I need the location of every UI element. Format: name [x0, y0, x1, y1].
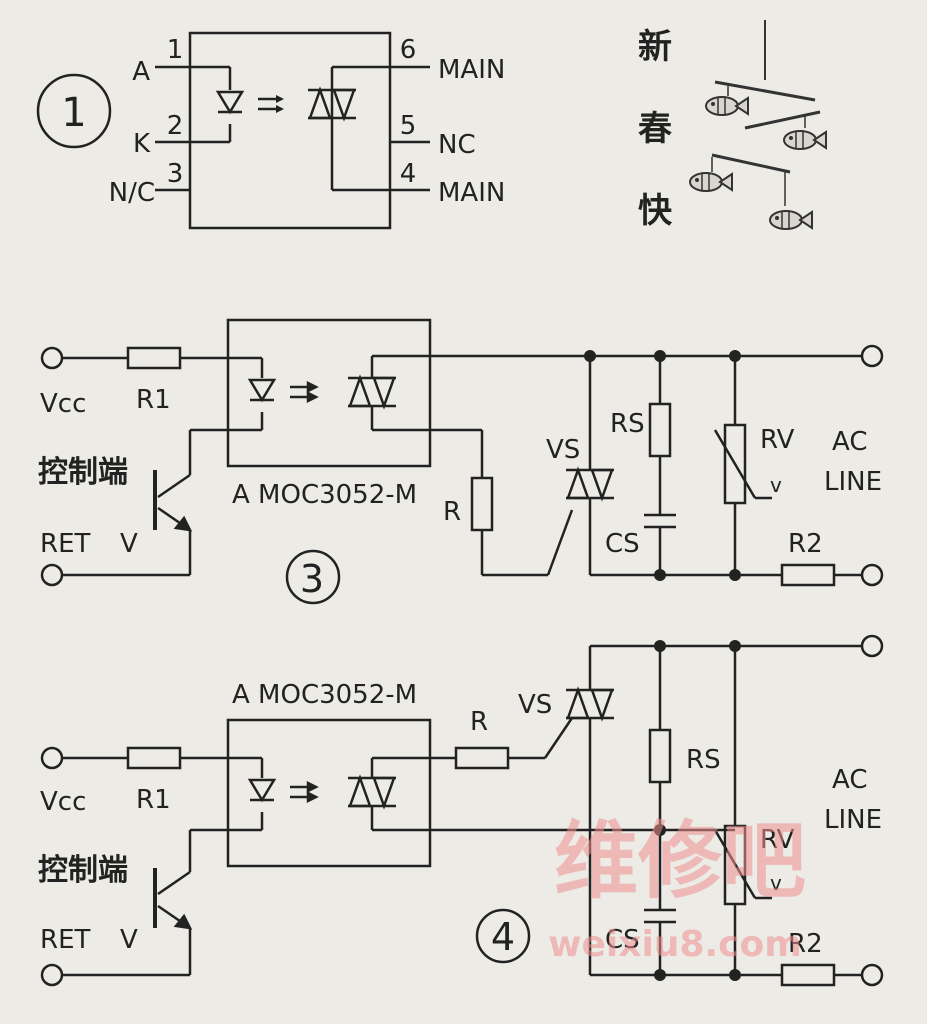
ac-label: AC [832, 427, 867, 457]
ac-line-terminal-top [860, 634, 884, 658]
ornament-char-3: 快 [638, 191, 673, 231]
light-arrows-icon [288, 381, 318, 403]
cs-label: CS [605, 925, 640, 955]
transistor-v-label: V [120, 529, 138, 559]
resistor-r1 [126, 746, 182, 770]
part-number-label: A MOC3052-M [232, 480, 417, 510]
rv-v-label: v [770, 473, 782, 497]
pin-main-top-label: MAIN [438, 55, 505, 85]
led-diode-icon [248, 378, 276, 402]
moc3052-package [226, 718, 432, 868]
ret-terminal [40, 563, 64, 587]
vcc-label: Vcc [40, 389, 86, 419]
r2-label: R2 [788, 929, 823, 959]
diagram-4 [40, 634, 884, 987]
vcc-label: Vcc [40, 787, 86, 817]
pin-3-number: 3 [167, 159, 184, 189]
diagram-4-labels: 4 A MOC3052-M R VS Vcc R1 控制端 RET V RS C… [38, 680, 882, 959]
part-number-label: A MOC3052-M [232, 680, 417, 710]
diagram-1: 1 1 2 3 6 5 4 A K N/C MAIN NC MAIN [36, 31, 505, 230]
rv-v-label: v [770, 871, 782, 895]
ret-label: RET [40, 925, 90, 955]
ret-label: RET [40, 529, 90, 559]
fish-icon [705, 96, 749, 116]
watermark: 维修吧 weixiu8.com [548, 812, 806, 965]
vcc-terminal [40, 746, 64, 770]
rs-label: RS [610, 409, 645, 439]
diagram-1-number-circle [36, 73, 112, 149]
pin-2-number: 2 [167, 111, 184, 141]
diagram-4-number-circle [475, 908, 531, 964]
resistor-r2 [780, 563, 836, 587]
control-terminal-label: 控制端 [38, 455, 128, 490]
resistor-r [454, 746, 510, 770]
led-diode-icon [248, 778, 276, 802]
led-diode-icon [216, 90, 244, 114]
light-arrows-icon [256, 93, 286, 115]
light-arrows-icon [288, 781, 318, 803]
r1-label: R1 [136, 785, 171, 815]
r2-label: R2 [788, 529, 823, 559]
triac-driver-icon [346, 776, 398, 808]
fish-icon [689, 172, 733, 192]
optocoupler-package [188, 31, 392, 230]
watermark-url: weixiu8.com [548, 924, 802, 965]
triac-driver-icon [346, 376, 398, 408]
vs-label: VS [546, 435, 580, 465]
resistor-rs [648, 728, 672, 784]
pin-main-bottom-label: MAIN [438, 178, 505, 208]
line-label: LINE [824, 467, 882, 497]
ornament-char-1: 新 [638, 27, 672, 67]
diagram-3-number-circle [285, 549, 341, 605]
pin-nc-left-label: N/C [109, 178, 155, 208]
line-label: LINE [824, 805, 882, 835]
rv-label: RV [760, 425, 795, 455]
fish-icon [783, 130, 827, 150]
fish-icon [769, 210, 813, 230]
resistor-r [470, 476, 494, 532]
pin-k-label: K [133, 129, 151, 159]
r-label: R [470, 707, 488, 737]
diagram-3-labels: 3 Vcc R1 控制端 RET V A MOC3052-M R VS RS C… [38, 385, 882, 601]
pin-1-number: 1 [167, 35, 184, 65]
ac-line-terminal-top [860, 344, 884, 368]
pin-5-number: 5 [400, 111, 417, 141]
diagram-1-number: 1 [61, 90, 86, 136]
rv-label: RV [760, 825, 795, 855]
cs-label: CS [605, 529, 640, 559]
ornament-char-2: 春 [638, 109, 672, 149]
diagram-4-number: 4 [491, 915, 515, 959]
rs-label: RS [686, 745, 721, 775]
r1-label: R1 [136, 385, 171, 415]
pin-6-number: 6 [400, 35, 417, 65]
ret-terminal [40, 963, 64, 987]
control-terminal-label: 控制端 [38, 853, 128, 888]
transistor-v-label: V [120, 925, 138, 955]
watermark-chinese: 维修吧 [554, 812, 806, 910]
triac-vs-icon [564, 688, 616, 720]
pin-a-label: A [132, 57, 150, 87]
vcc-terminal [40, 346, 64, 370]
ac-line-terminal-bottom [860, 563, 884, 587]
diagram-3 [40, 318, 884, 605]
moc3052-package [226, 318, 432, 468]
resistor-r1 [126, 346, 182, 370]
r-label: R [443, 497, 461, 527]
ac-label: AC [832, 765, 867, 795]
ac-line-terminal-bottom [860, 963, 884, 987]
pin-nc-right-label: NC [438, 130, 476, 160]
triac-vs-icon [564, 468, 616, 500]
resistor-r2 [780, 963, 836, 987]
pin-4-number: 4 [400, 159, 417, 189]
diagram-3-number: 3 [300, 557, 324, 601]
resistor-rs [648, 402, 672, 458]
new-year-ornament: 新 春 快 [638, 20, 827, 231]
vs-label: VS [518, 690, 552, 720]
